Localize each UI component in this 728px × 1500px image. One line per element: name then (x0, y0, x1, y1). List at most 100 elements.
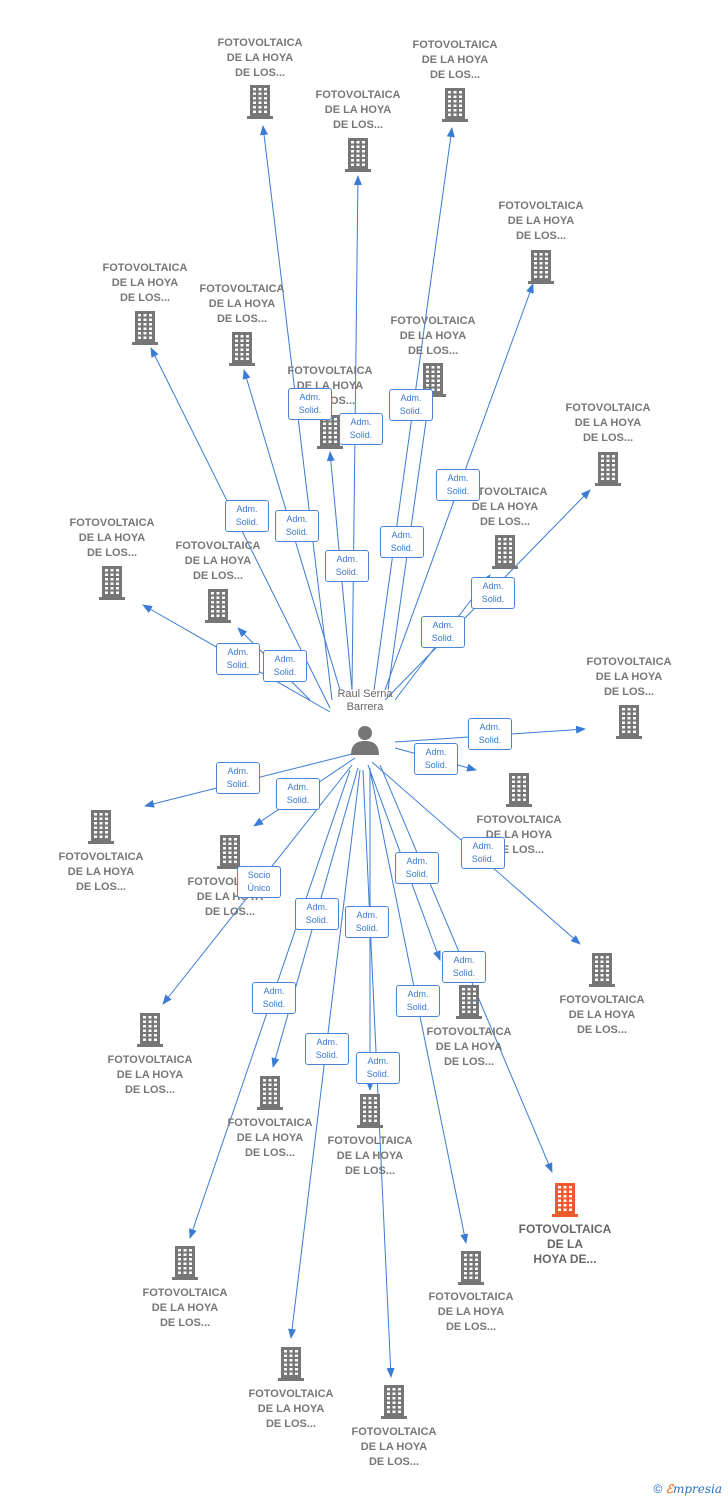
copyright-symbol: © (653, 1482, 663, 1496)
relation-badge[interactable]: Adm.Solid. (305, 1033, 349, 1065)
company-name: FOTOVOLTAICA DE LA HOYA DE LOS... (163, 539, 273, 584)
company-name-line: DE LA HOYA (574, 417, 642, 429)
relation-subtype: Solid. (406, 1002, 430, 1012)
relation-badge[interactable]: Adm.Solid. (442, 951, 486, 983)
company-name-line: DE LA HOYA (116, 1069, 184, 1081)
company-name-line: FOTOVOLTAICA (199, 283, 285, 295)
company-name-line: DE LA HOYA (336, 1150, 404, 1162)
brand-logo[interactable]: ℰmpresia (665, 1482, 722, 1496)
relation-badge[interactable]: Adm.Solid. (252, 982, 296, 1014)
relation-badge[interactable]: Adm.Solid. (356, 1052, 400, 1084)
relation-badge[interactable]: Adm.Solid. (288, 388, 332, 420)
relation-badge[interactable]: Adm.Solid. (263, 650, 307, 682)
relation-subtype: Solid. (298, 405, 322, 415)
company-name-line: DE LA HOYA (257, 1403, 325, 1415)
relation-type: Adm. (425, 747, 447, 757)
person-name-line1: Raul Serna (337, 688, 393, 700)
company-name-line: HOYA DE... (533, 1252, 597, 1266)
company-node[interactable]: FOTOVOLTAICA DE LA HOYA DE LOS... (163, 539, 273, 623)
company-name-line: DE LOS... (234, 67, 286, 79)
relation-type: Adm. (407, 989, 429, 999)
building-icon (357, 1094, 383, 1128)
relation-subtype: Solid. (366, 1069, 390, 1079)
relation-badge[interactable]: Adm. Solid. (396, 985, 440, 1017)
company-name-line: DE LOS... (344, 1165, 396, 1177)
company-name-line: FOTOVOLTAICA (175, 540, 261, 552)
building-icon (217, 835, 243, 869)
person-icon (351, 726, 379, 755)
relation-badge[interactable]: Adm.Solid. (275, 510, 319, 542)
relation-subtype: Solid. (481, 594, 505, 604)
relation-badge[interactable]: Adm.Solid. (345, 906, 389, 938)
relation-badge[interactable]: Adm.Solid. (295, 898, 339, 930)
relation-badge[interactable]: Adm.Solid. (389, 389, 433, 421)
relation-subtype: Solid. (262, 999, 286, 1009)
relation-badge[interactable]: Adm.Solid. (468, 718, 512, 750)
company-name-line: DE LA HOYA (471, 501, 539, 513)
company-name-line: DE LA HOYA (184, 555, 252, 567)
company-name-line: FOTOVOLTAICA (476, 814, 562, 826)
company-name-line: DE LOS... (192, 570, 244, 582)
company-name-line: DE LA HOYA (78, 532, 146, 544)
company-name-line: DE LOS... (119, 292, 171, 304)
relation-subtype: Solid. (273, 667, 297, 677)
company-name-line: DE LA HOYA (226, 52, 294, 64)
company-name-line: FOTOVOLTAICA (315, 89, 401, 101)
company-name-line: FOTOVOLTAICA (412, 39, 498, 51)
company-name-line: DE LA HOYA (111, 277, 179, 289)
relation-badge[interactable]: Adm.Solid. (216, 643, 260, 675)
relation-badge[interactable]: Adm.Solid. (276, 778, 320, 810)
relation-badge[interactable]: Adm.Solid. (380, 526, 424, 558)
building-icon (137, 1013, 163, 1047)
center-person[interactable]: Raul Serna Barrera (322, 688, 408, 756)
relation-type: Adm. (287, 782, 309, 792)
relation-badge[interactable]: Adm.Solid. (325, 550, 369, 582)
company-name-line: DE LA HOYA (151, 1302, 219, 1314)
relation-subtype: Solid. (424, 760, 448, 770)
relation-badge[interactable]: Adm.Solid. (436, 469, 480, 501)
relation-badge[interactable]: Adm.Solid. (216, 762, 260, 794)
company-name-line: FOTOVOLTAICA (58, 851, 144, 863)
relation-badge[interactable]: Adm.Solid. (421, 616, 465, 648)
company-name-line: FOTOVOLTAICA (142, 1287, 228, 1299)
relation-badge[interactable]: Adm. Solid. (414, 743, 458, 775)
relation-badge[interactable]: Adm.Solid. (339, 413, 383, 445)
relation-type: Socio (247, 870, 271, 880)
relation-badge[interactable]: Adm.Solid. (225, 500, 269, 532)
company-name-line: DE LOS... (429, 69, 481, 81)
relation-badge[interactable]: Adm.Solid. (461, 837, 505, 869)
company-name-line: FOTOVOLTAICA (426, 1026, 512, 1038)
relation-badge[interactable]: Adm.Solid. (471, 577, 515, 609)
relation-badge[interactable]: Adm.Solid. (395, 852, 439, 884)
